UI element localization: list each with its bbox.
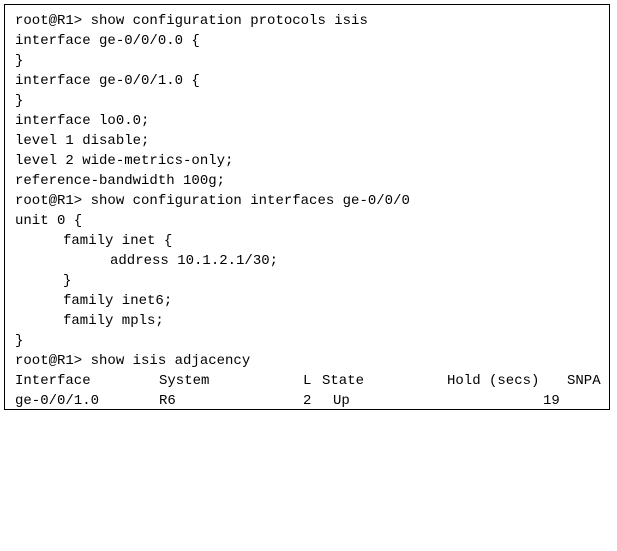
output-line: level 1 disable; (15, 133, 150, 149)
col-hold: Hold (secs) (447, 373, 540, 389)
output-line: family inet { (63, 233, 173, 249)
output-line: } (15, 333, 24, 349)
output-line: address 10.1.2.1/30; (110, 253, 279, 269)
cell-level: 2 (303, 393, 312, 409)
output-line: unit 0 { (15, 213, 83, 229)
terminal-window: root@R1> show configuration protocols is… (4, 4, 610, 410)
cell-interface: ge-0/0/1.0 (15, 393, 100, 409)
cell-system: R6 (159, 393, 176, 409)
output-line: interface lo0.0; (15, 113, 150, 129)
col-system: System (159, 373, 210, 389)
terminal-output: root@R1> show configuration protocols is… (5, 11, 609, 411)
col-interface: Interface (15, 373, 91, 389)
cell-state: Up (333, 393, 350, 409)
command-line: root@R1> show configuration interfaces g… (15, 193, 410, 209)
output-line: interface ge-0/0/1.0 { (15, 73, 200, 89)
output-line: } (15, 93, 24, 109)
output-line: interface ge-0/0/0.0 { (15, 33, 200, 49)
output-line: family mpls; (63, 313, 164, 329)
output-line: reference-bandwidth 100g; (15, 173, 226, 189)
output-line: level 2 wide-metrics-only; (15, 153, 234, 169)
adjacency-row: ge-0/0/1.0 R6 2 Up 19 (5, 391, 609, 411)
command-line: root@R1> show configuration protocols is… (15, 13, 368, 29)
cell-hold: 19 (543, 393, 560, 409)
adjacency-header: Interface System L State Hold (secs) SNP… (5, 371, 609, 391)
output-line: family inet6; (63, 293, 173, 309)
col-snpa: SNPA (567, 373, 601, 389)
col-level: L (303, 373, 312, 389)
output-line: } (63, 273, 72, 289)
command-line: root@R1> show isis adjacency (15, 353, 251, 369)
output-line: } (15, 53, 24, 69)
col-state: State (322, 373, 365, 389)
